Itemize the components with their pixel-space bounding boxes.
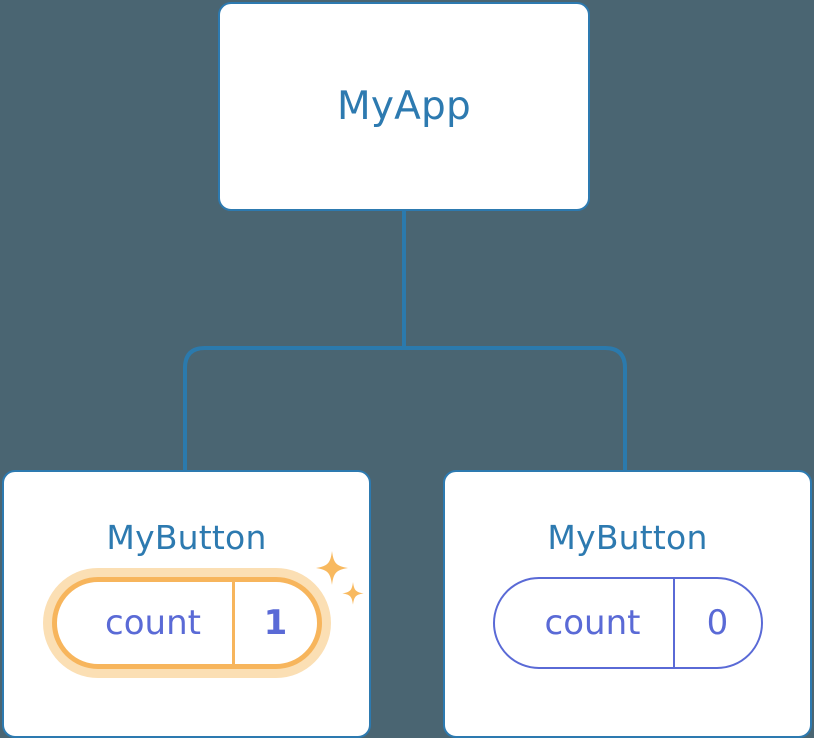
prop-value-cell-left: 1 bbox=[231, 582, 317, 664]
prop-key-cell-right: count bbox=[495, 579, 673, 667]
prop-value-cell-right: 0 bbox=[672, 579, 761, 667]
prop-pill-left-wrap: count 1 bbox=[51, 551, 364, 669]
prop-pill-right[interactable]: count 0 bbox=[492, 577, 763, 669]
prop-pill-right-wrap: count 0 bbox=[492, 577, 763, 669]
node-mybutton-left-label: MyButton bbox=[106, 518, 267, 557]
node-myapp[interactable]: MyApp bbox=[218, 2, 590, 211]
prop-key-cell-left: count bbox=[57, 582, 232, 664]
prop-key-left: count bbox=[105, 603, 201, 643]
prop-key-right: count bbox=[544, 603, 641, 643]
node-mybutton-right-label: MyButton bbox=[547, 518, 708, 557]
prop-value-left: 1 bbox=[263, 603, 288, 643]
node-myapp-label: MyApp bbox=[337, 84, 471, 129]
prop-pill-left[interactable]: count 1 bbox=[51, 577, 322, 669]
prop-value-right: 0 bbox=[706, 603, 729, 643]
node-mybutton-right[interactable]: MyButton count 0 bbox=[443, 470, 812, 738]
connector-branch-right bbox=[404, 346, 627, 472]
connector-branch-left bbox=[183, 346, 404, 472]
node-mybutton-left[interactable]: MyButton count 1 bbox=[2, 470, 371, 738]
